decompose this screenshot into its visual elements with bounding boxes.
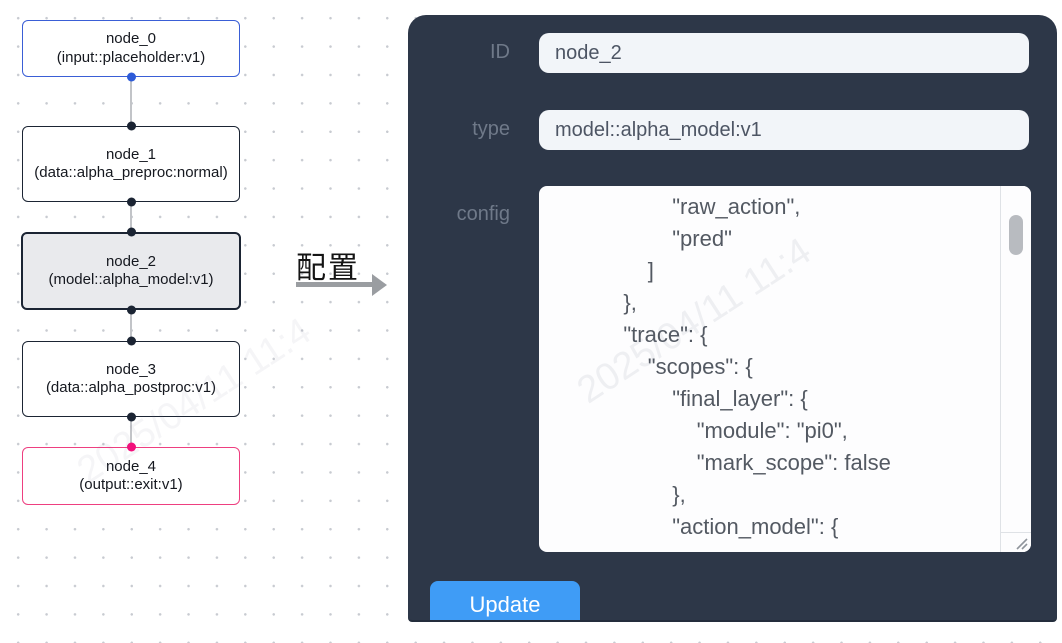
update-button[interactable]: Update	[430, 581, 580, 620]
handle-node2-source[interactable]	[126, 305, 136, 315]
id-field-label: ID	[490, 41, 510, 63]
config-scrollbar-thumb[interactable]	[1009, 215, 1023, 255]
graph-node-node_2-selected[interactable]: node_2(model::alpha_model:v1)	[21, 232, 241, 310]
node-config-panel: ID type config "raw_action", "pred" ] },…	[408, 15, 1057, 622]
graph-node-node_3[interactable]: node_3(data::alpha_postproc:v1)	[22, 341, 240, 417]
node-label: node_1(data::alpha_preproc:normal)	[34, 145, 228, 182]
right-arrow-head-icon	[372, 273, 387, 296]
transition-label: 配置	[296, 252, 360, 285]
graph-node-node_4[interactable]: node_4(output::exit:v1)	[22, 447, 240, 505]
handle-node0-source[interactable]	[126, 72, 136, 82]
handle-node2-target[interactable]	[126, 227, 136, 237]
handle-node3-source[interactable]	[126, 412, 136, 422]
handle-node1-target[interactable]	[126, 121, 136, 131]
edge-node1-node2	[130, 202, 132, 232]
config-scrollbar-track[interactable]	[1000, 186, 1031, 532]
node-label: node_0(input::placeholder:v1)	[56, 30, 206, 66]
type-field-label: type	[472, 118, 510, 140]
id-field[interactable]	[539, 33, 1029, 73]
flow-canvas: node_0(input::placeholder:v1) node_1(dat…	[0, 0, 406, 643]
resize-grip-icon[interactable]	[1014, 536, 1028, 550]
edge-node2-node3	[130, 310, 132, 341]
handle-node1-source[interactable]	[126, 197, 136, 207]
config-json-text[interactable]: "raw_action", "pred" ] }, "trace": { "sc…	[623, 194, 891, 539]
node-label: node_4(output::exit:v1)	[79, 457, 183, 494]
graph-node-node_1[interactable]: node_1(data::alpha_preproc:normal)	[22, 126, 240, 202]
edge-node3-node4	[130, 417, 132, 447]
graph-node-node_0[interactable]: node_0(input::placeholder:v1)	[22, 20, 240, 77]
handle-node3-target[interactable]	[126, 336, 136, 346]
handle-node4-target[interactable]	[126, 442, 136, 452]
type-field[interactable]	[539, 110, 1029, 150]
right-arrow-icon	[296, 282, 372, 287]
node-label: node_2(model::alpha_model:v1)	[48, 252, 214, 289]
config-field-label: config	[456, 203, 510, 225]
node-label: node_3(data::alpha_postproc:v1)	[45, 360, 217, 397]
config-textarea[interactable]: "raw_action", "pred" ] }, "trace": { "sc…	[539, 186, 1031, 552]
config-resize-corner[interactable]	[1000, 532, 1031, 552]
edge-node0-node1	[130, 77, 132, 126]
